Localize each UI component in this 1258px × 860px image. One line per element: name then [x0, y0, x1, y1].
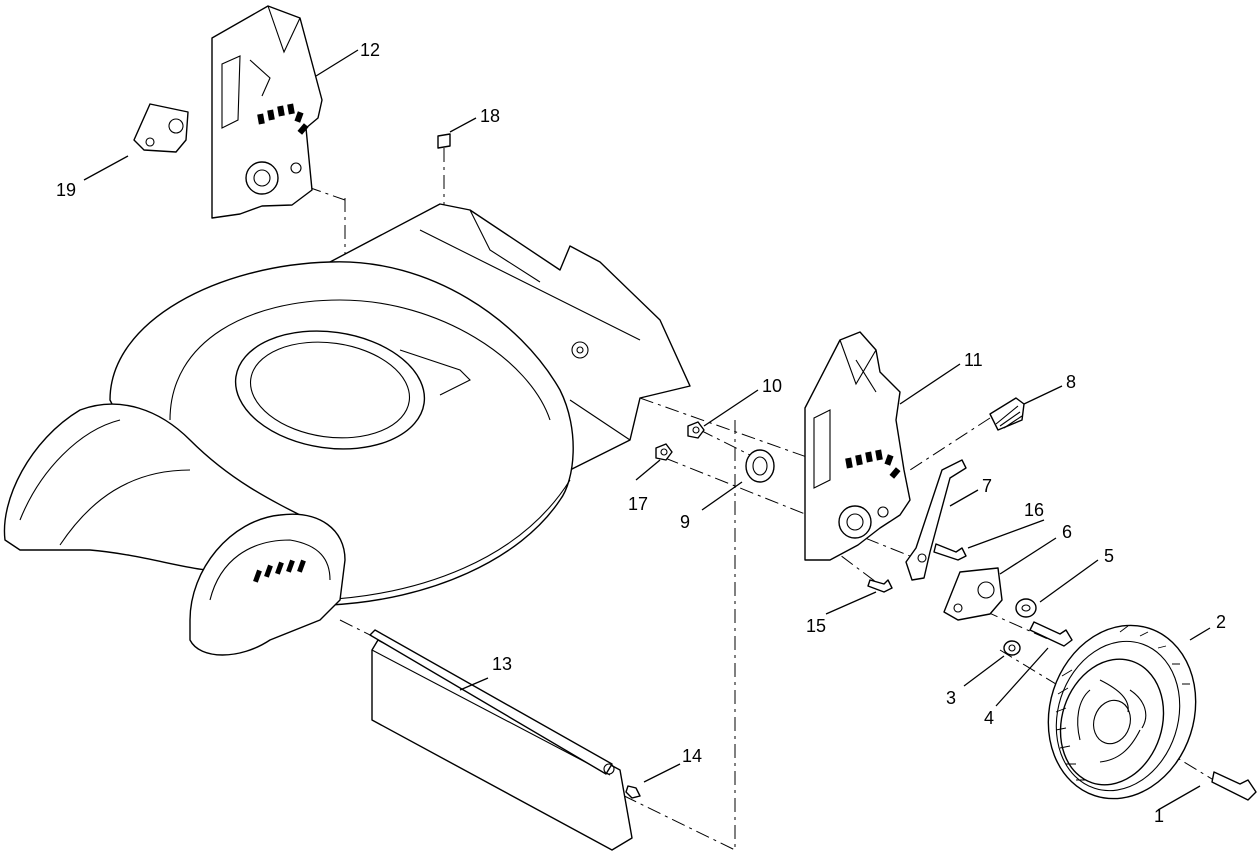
callout-16: 16	[1024, 500, 1044, 520]
left-plate	[133, 103, 189, 153]
nut-3	[1003, 640, 1021, 656]
callout-8: 8	[1066, 372, 1076, 392]
shoulder-bolt	[1029, 621, 1073, 647]
callout-7: 7	[982, 476, 992, 496]
callout-2: 2	[1216, 612, 1226, 632]
callout-19: 19	[56, 180, 76, 200]
washer	[1015, 598, 1037, 618]
nut-17	[655, 443, 673, 461]
callout-labels: 1 2 3 4 5 6 7 8 9 10 11 12 13 14 15 16 1…	[56, 40, 1226, 826]
bushing	[745, 449, 775, 483]
lever	[905, 459, 967, 581]
callout-15: 15	[806, 616, 826, 636]
callout-11: 11	[964, 350, 983, 370]
wheel-bolt	[1211, 771, 1257, 801]
callout-4: 4	[984, 708, 994, 728]
callout-10: 10	[762, 376, 782, 396]
bolt-16	[933, 543, 967, 561]
callout-18: 18	[480, 106, 500, 126]
callout-1: 1	[1154, 806, 1164, 826]
height-adjuster-left	[211, 5, 323, 219]
callout-9: 9	[680, 512, 690, 532]
callout-3: 3	[946, 688, 956, 708]
callout-13: 13	[492, 654, 512, 674]
callout-17: 17	[628, 494, 648, 514]
pin	[437, 133, 451, 149]
flap-screw	[625, 785, 641, 799]
wheel	[1047, 624, 1197, 800]
nut-10	[687, 421, 705, 439]
bolt-15	[867, 579, 893, 593]
rear-flap	[369, 629, 633, 851]
leader-lines	[83, 49, 1211, 811]
callout-14: 14	[682, 746, 702, 766]
height-adjuster-right	[804, 331, 911, 561]
callout-6: 6	[1062, 522, 1072, 542]
spring-grip	[989, 397, 1025, 431]
callout-5: 5	[1104, 546, 1114, 566]
callout-12: 12	[360, 40, 380, 60]
mower-deck	[3, 203, 691, 656]
axle-bracket	[943, 567, 1003, 621]
